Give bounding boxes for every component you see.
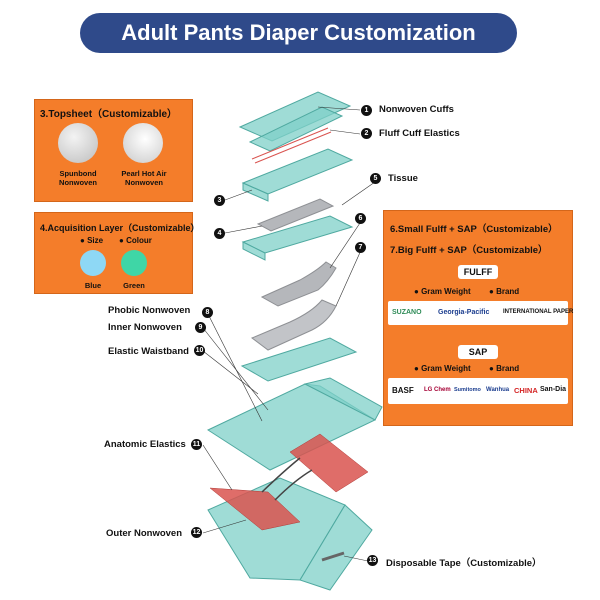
label-outer-nonwoven: Outer Nonwoven [106, 528, 183, 539]
green-caption: Green [123, 281, 145, 290]
sumitomo-logo: Sumitomo [454, 387, 481, 393]
tissue-shape [256, 198, 335, 232]
international-paper-logo: INTERNATIONAL PAPER [503, 309, 574, 315]
fluff-sap-panel: 6.Small Fulff + SAP（Customizable） 7.Big … [383, 210, 573, 426]
wanhua-logo: Wanhua [486, 387, 510, 393]
disposable-tape-shape [321, 551, 345, 562]
topsheet-layer-side [242, 182, 269, 202]
fulff-brand: ● Brand [489, 287, 520, 296]
inner-nonwoven-shape [240, 337, 358, 382]
basf-logo: BASF [392, 386, 414, 395]
label-elastic-waistband: Elastic Waistband [108, 346, 189, 357]
marker-6: 6 [355, 213, 366, 224]
label-disposable-tape: Disposable Tape（Customizable） [386, 558, 542, 569]
label-nonwoven-cuffs: Nonwoven Cuffs [379, 104, 454, 115]
marker-7: 7 [355, 242, 366, 253]
green-swatch [121, 250, 147, 276]
small-fluff-core-shape [260, 261, 337, 307]
label-inner-nonwoven: Inner Nonwoven [108, 322, 182, 333]
colour-option: ● Colour [119, 236, 152, 245]
sap-brand-logos: BASF LG Chem Sumitomo Wanhua CHINA San-D… [388, 378, 568, 404]
san-dia-logo: San-Dia [540, 386, 567, 393]
georgia-pacific-logo: Georgia-Pacific [438, 309, 490, 316]
acquisition-layer-shape [241, 215, 354, 254]
lg-chem-logo: LG Chem [424, 387, 451, 393]
label-tissue: Tissue [388, 173, 418, 184]
marker-12: 12 [191, 527, 202, 538]
label-fluff-cuff-elastics: Fluff Cuff Elastics [379, 128, 460, 139]
label-phobic-nonwoven: Phobic Nonwoven [108, 305, 191, 316]
pearl-hot-air-swatch [123, 123, 163, 163]
sap-label: SAP [458, 345, 498, 359]
outer-nonwoven-wing [299, 504, 373, 591]
acquisition-layer-side [242, 241, 266, 261]
acquisition-panel: 4.Acquisition Layer（Customizable） ● Size… [34, 212, 200, 294]
marker-9: 9 [195, 322, 206, 333]
marker-8: 8 [202, 307, 213, 318]
page-title: Adult Pants Diaper Customization [80, 13, 517, 53]
nonwoven-cuffs-shape-2 [248, 106, 344, 152]
spunbond-caption: Spunbond Nonwoven [59, 169, 97, 187]
small-fluff-title: 6.Small Fulff + SAP（Customizable） [390, 224, 558, 235]
outer-chassis-wing [303, 377, 383, 421]
big-fluff-title: 7.Big Fulff + SAP（Customizable） [390, 245, 548, 256]
anatomic-elastic-shape-2 [209, 487, 301, 531]
marker-5: 5 [370, 173, 381, 184]
china-logo: CHINA [514, 386, 538, 395]
acquisition-title: 4.Acquisition Layer（Customizable） [40, 223, 200, 233]
marker-3: 3 [214, 195, 225, 206]
fulff-label: FULFF [458, 265, 498, 279]
spunbond-swatch [58, 123, 98, 163]
label-anatomic-elastics: Anatomic Elastics [104, 439, 186, 450]
marker-1: 1 [361, 105, 372, 116]
sap-brand: ● Brand [489, 364, 520, 373]
sap-gram-weight: ● Gram Weight [414, 364, 471, 373]
marker-11: 11 [191, 439, 202, 450]
blue-swatch [80, 250, 106, 276]
pearl-caption: Pearl Hot Air Nonwoven [121, 169, 167, 187]
marker-4: 4 [214, 228, 225, 239]
fulff-brand-logos: SUZANO Georgia-Pacific INTERNATIONAL PAP… [388, 301, 573, 325]
suzano-logo: SUZANO [392, 309, 422, 316]
topsheet-panel: 3.Topsheet（Customizable） Spunbond Nonwov… [34, 99, 193, 202]
marker-13: 13 [367, 555, 378, 566]
anatomic-elastic-shape [289, 433, 369, 493]
fulff-gram-weight: ● Gram Weight [414, 287, 471, 296]
marker-2: 2 [361, 128, 372, 139]
size-option: ● Size [80, 236, 104, 245]
topsheet-title: 3.Topsheet（Customizable） [40, 109, 178, 120]
marker-10: 10 [194, 345, 205, 356]
blue-caption: Blue [84, 281, 102, 290]
